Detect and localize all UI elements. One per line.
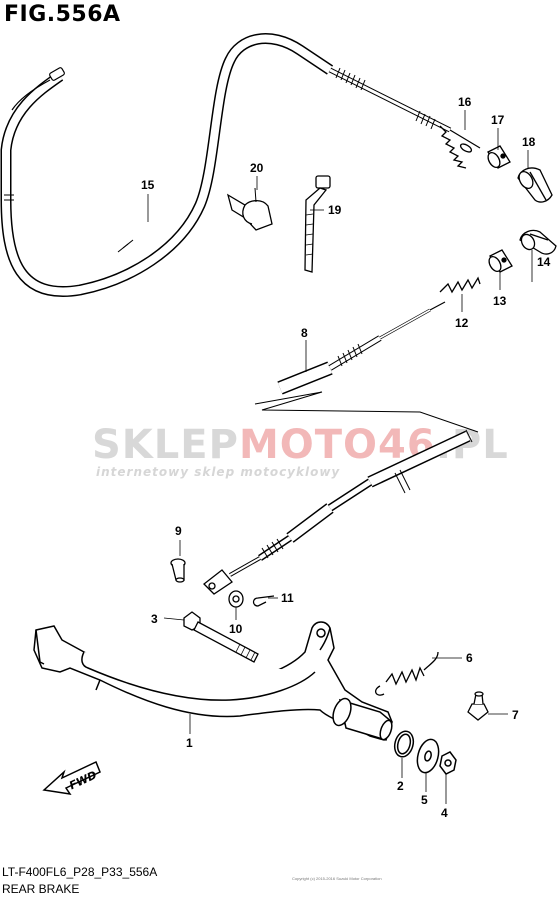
callout-14: 14 [537,255,551,269]
part-8-cable-lower[interactable] [229,429,473,577]
part-15-brake-cable[interactable] [0,33,481,297]
part-19-cable-tie[interactable] [304,175,331,273]
callout-11: 11 [281,591,294,605]
callout-10: 10 [229,622,243,636]
leader-lines [147,110,533,804]
callout-17: 17 [491,113,505,127]
part-9-pin[interactable] [170,558,186,583]
part-10-washer[interactable] [228,590,244,608]
part-14-clevis[interactable] [519,229,557,255]
part-8-cable-end[interactable] [277,301,446,395]
fwd-arrow: FWD [42,760,101,796]
watermark-part1: SKLEP [92,422,239,468]
part-17-nut[interactable] [486,145,511,169]
callout-18: 18 [522,135,536,149]
callout-6: 6 [466,651,473,665]
figure-title: FIG.556A [4,2,121,27]
part-2-o-ring[interactable] [392,729,416,759]
callout-1: 1 [186,736,193,750]
part-18-clevis[interactable] [516,167,553,203]
copyright-note: Copyright (c) 2015-2016 Suzuki Motor Cor… [292,876,382,881]
part-6-return-spring[interactable] [375,651,439,696]
callout-12: 12 [455,316,469,330]
cable-end-clevis[interactable] [203,569,233,595]
callout-4: 4 [441,806,448,820]
part-12-spring[interactable] [439,276,481,294]
figure-name: REAR BRAKE [2,882,80,896]
callout-19: 19 [328,203,342,217]
part-11-cotter-pin[interactable] [252,595,275,607]
figure-code: LT-F400FL6_P28_P33_556A [2,865,158,879]
part-7-stopper[interactable] [467,691,489,721]
callout-5: 5 [421,793,428,807]
part-3-bolt[interactable] [183,611,259,663]
watermark-part2: MOTO [239,422,378,468]
callout-3: 3 [151,612,158,626]
callout-2: 2 [397,779,404,793]
callout-20: 20 [250,161,264,175]
callouts: 1 2 3 4 5 6 7 8 9 10 11 12 13 14 15 16 1… [141,95,551,820]
callout-9: 9 [175,524,182,538]
part-5-washer[interactable] [414,737,442,775]
callout-8: 8 [301,326,308,340]
part-1-brake-pedal[interactable] [33,621,394,741]
callout-15: 15 [141,178,155,192]
callout-13: 13 [493,294,507,308]
watermark-subtitle: internetowy sklep motocyklowy [96,465,340,479]
part-13-nut[interactable] [487,249,513,273]
callout-7: 7 [512,708,519,722]
part-16-spring[interactable] [439,125,473,169]
callout-16: 16 [458,95,472,109]
cable-break-line [254,391,479,433]
part-4-nut[interactable] [439,751,457,775]
part-20-clamp[interactable] [226,187,273,231]
